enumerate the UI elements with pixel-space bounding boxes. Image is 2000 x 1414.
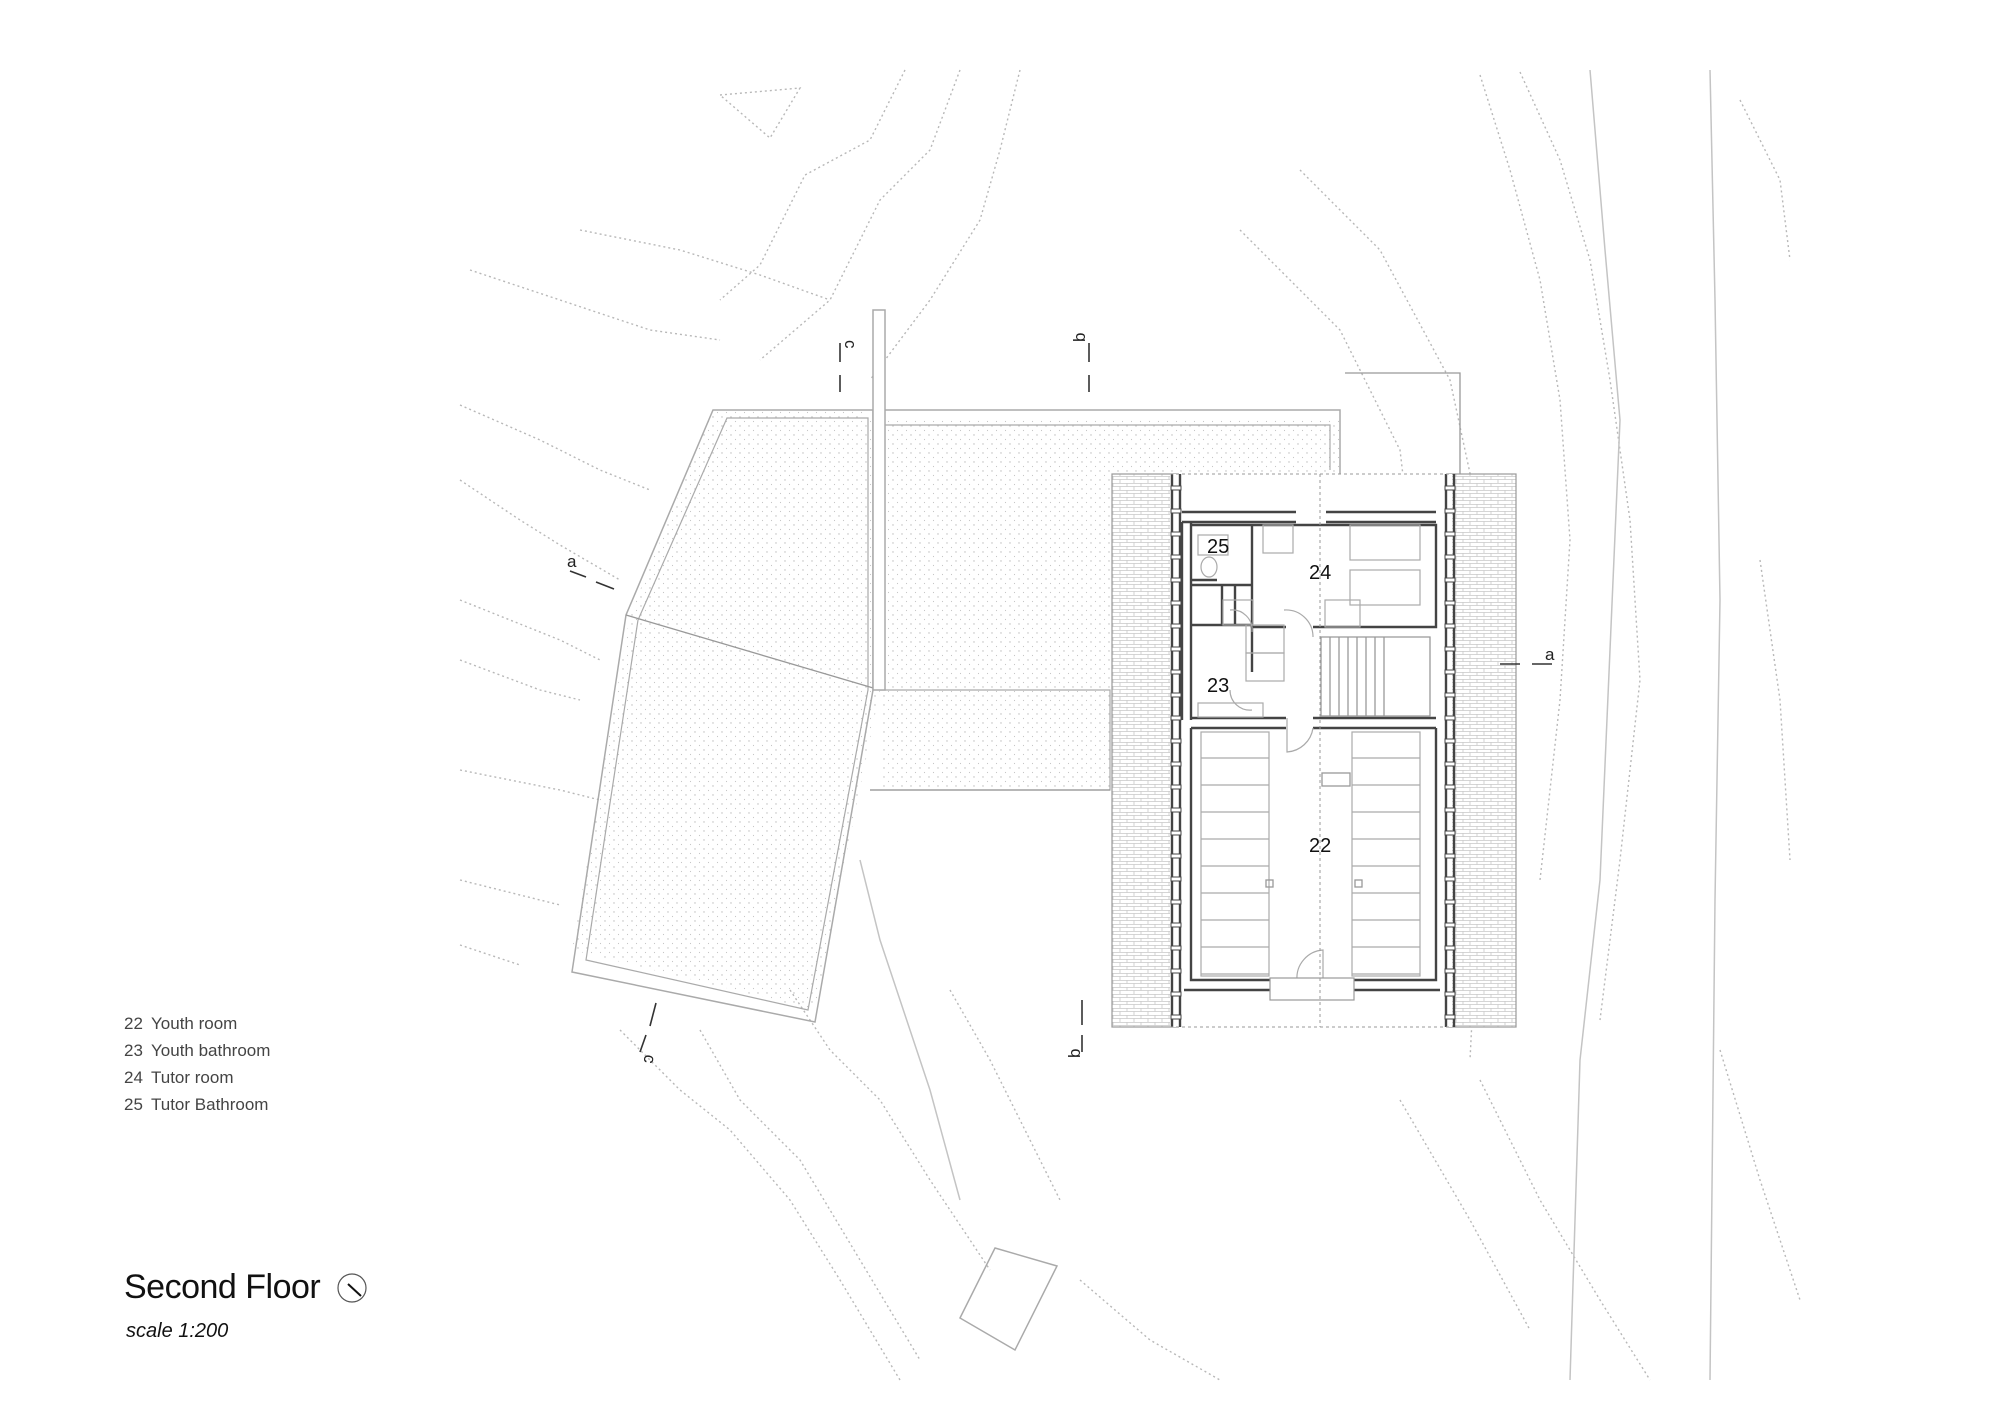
bunk-area [1351,731,1421,977]
roof-post [1170,600,1182,606]
roof-post [1170,577,1182,583]
roof-post [1444,554,1456,560]
roof-post [1170,922,1182,928]
roof-post [1444,669,1456,675]
roof-post [1444,1014,1456,1020]
roof-post [1444,508,1456,514]
roof-post [1170,692,1182,698]
roof-post [1444,991,1456,997]
section-marker-c-top: c [839,340,860,392]
north-arrow-icon [337,1273,367,1303]
roof-post [1444,485,1456,491]
room-label-22: 22 [1309,835,1331,857]
roof-post [1444,922,1456,928]
roof-post [1170,991,1182,997]
roof-post [1444,577,1456,583]
bunk-area [1200,731,1270,977]
svg-text:a: a [1545,645,1555,664]
svg-text:c: c [841,340,860,349]
roof-post [1444,600,1456,606]
svg-text:c: c [639,1053,659,1065]
roof-post [1170,807,1182,813]
building [1111,473,1517,1028]
roof-post [1444,945,1456,951]
section-marker-c-bottom: c [639,1002,660,1065]
roof-post [1444,738,1456,744]
room-label-24: 24 [1309,562,1331,584]
roof-post [1170,853,1182,859]
room-label-25: 25 [1207,536,1229,558]
svg-text:b: b [1070,333,1089,342]
roof-post [1170,1014,1182,1020]
roof-post [1444,646,1456,652]
roof-post [1170,784,1182,790]
roof-post [1444,531,1456,537]
roof-post [1170,899,1182,905]
roof-post [1170,669,1182,675]
roof-post [1444,807,1456,813]
roof-post [1444,876,1456,882]
drawing-scale: scale 1:200 [126,1320,229,1342]
roof-post [1444,784,1456,790]
section-marker-a-left: a [567,552,615,590]
roof-post [1170,968,1182,974]
roof-post [1170,830,1182,836]
roof-post [1170,715,1182,721]
terrace-areas [571,309,1461,1023]
roof-post [1170,646,1182,652]
section-marker-b-top: b [1070,333,1090,392]
roof-post [1444,692,1456,698]
roof-post [1444,853,1456,859]
roof-post [1170,623,1182,629]
svg-text:a: a [567,552,577,571]
roof-post [1170,531,1182,537]
section-marker-a-right: a [1500,645,1555,665]
roof-post [1444,899,1456,905]
roof-post [1170,738,1182,744]
roof-post [1170,508,1182,514]
drawing-title: Second Floor [124,1268,321,1306]
room-label-23: 23 [1207,675,1229,697]
roof-post [1444,830,1456,836]
roof-post [1170,945,1182,951]
roof-post [1444,968,1456,974]
roof-post [1170,876,1182,882]
roof-post [1170,554,1182,560]
shed-outline [959,1247,1059,1352]
roof-post [1444,623,1456,629]
roof-post [1170,761,1182,767]
svg-text:b: b [1065,1049,1084,1058]
section-marker-b-bottom: b [1065,1000,1084,1058]
roof-post [1170,485,1182,491]
roof-post [1444,761,1456,767]
roof-post [1444,715,1456,721]
